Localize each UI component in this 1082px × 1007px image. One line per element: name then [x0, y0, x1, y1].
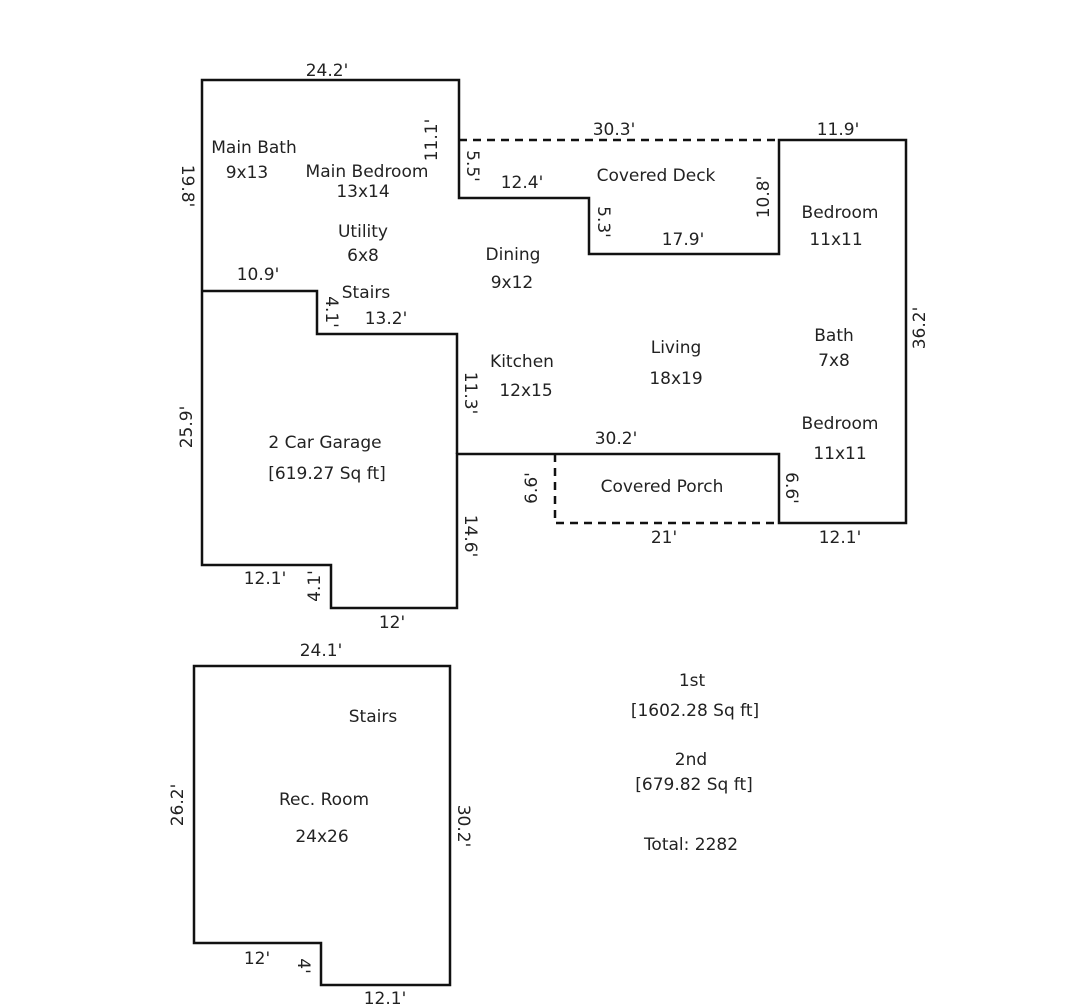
dim-stairs-run: 13.2' [365, 309, 408, 329]
room-bedroom2-name: Bedroom [802, 414, 879, 434]
dim2-bottom-left: 12' [244, 949, 270, 969]
room-bath-name: Bath [814, 326, 854, 346]
dim-porch-right: 6.6' [781, 472, 801, 504]
dim-garage-bottom-left: 12.1' [244, 569, 287, 589]
dim-garage-bottom: 12' [379, 613, 405, 633]
dim2-right: 30.2' [453, 805, 473, 848]
room-garage-name: 2 Car Garage [268, 433, 381, 453]
dim-garage-left: 25.9' [177, 406, 197, 449]
dim2-left: 26.2' [168, 784, 188, 827]
first-floor-outline [200, 78, 908, 610]
dim-deck-top: 30.3' [593, 120, 636, 140]
dim2-notch: 4' [293, 958, 313, 974]
room-bedroom2-size: 11x11 [813, 444, 866, 464]
room-garage-area: [619.27 Sq ft] [268, 464, 386, 484]
room-living-size: 18x19 [649, 369, 702, 389]
second-floor-dimensions: 24.1' 26.2' 30.2' 12' 4' 12.1' [168, 641, 473, 1007]
room2-rec-room-name: Rec. Room [279, 790, 369, 810]
dim-left-upper: 19.8' [177, 165, 197, 208]
second-floor-outline [192, 664, 452, 987]
room-covered-porch: Covered Porch [601, 477, 724, 497]
dim-kitchen-side: 11.3' [460, 372, 480, 415]
summary-second-area: [679.82 Sq ft] [635, 775, 753, 795]
summary-first-area: [1602.28 Sq ft] [631, 701, 759, 721]
room-main-bath-size: 9x13 [226, 163, 269, 183]
dim-bottom-right: 12.1' [819, 528, 862, 548]
dim2-top: 24.1' [300, 641, 343, 661]
dim-deck-right: 10.8' [754, 176, 774, 219]
second-floor-rooms: Stairs Rec. Room 24x26 [279, 707, 397, 847]
room-utility-name: Utility [338, 222, 388, 242]
summary-second-label: 2nd [675, 750, 707, 770]
room-dining-size: 9x12 [491, 273, 534, 293]
dim-deck-notch: 5.3' [593, 206, 613, 238]
summary-first-label: 1st [679, 671, 706, 691]
room2-rec-room-size: 24x26 [295, 827, 348, 847]
garage-wall [202, 289, 459, 454]
dim-deck-left-step: 5.5' [462, 150, 482, 182]
room-main-bedroom-size: 13x14 [336, 182, 389, 202]
dim-stairs-step: 4.1' [321, 296, 341, 328]
room-stairs-name: Stairs [342, 283, 391, 303]
room-main-bedroom-name: Main Bedroom [306, 162, 429, 182]
room-kitchen-name: Kitchen [490, 352, 554, 372]
room-kitchen-size: 12x15 [499, 381, 552, 401]
dim-garage-right: 14.6' [460, 515, 480, 558]
room-covered-deck: Covered Deck [597, 166, 716, 186]
area-summary: 1st [1602.28 Sq ft] 2nd [679.82 Sq ft] T… [631, 671, 759, 855]
dim-top-main: 24.2' [306, 61, 349, 81]
dim-porch-bottom: 21' [651, 528, 677, 548]
room-bath-size: 7x8 [818, 351, 850, 371]
dim-deck-bottom-left: 12.4' [501, 173, 544, 193]
dim-stairs-ledge: 10.9' [237, 265, 280, 285]
dim-right-top: 11.9' [817, 120, 860, 140]
dim-deck-bottom: 17.9' [662, 230, 705, 250]
room-living-name: Living [651, 338, 702, 358]
first-floor-dimensions: 24.2' 19.8' 11.1' 30.3' 11.9' 5.5' 12.4'… [177, 61, 930, 633]
first-floor-rooms: Main Bath 9x13 Main Bedroom 13x14 Utilit… [211, 138, 878, 497]
room-bedroom1-name: Bedroom [802, 203, 879, 223]
summary-total: Total: 2282 [643, 835, 738, 855]
dim-porch-top: 30.2' [595, 429, 638, 449]
dim2-bottom: 12.1' [364, 989, 407, 1007]
room-main-bath-name: Main Bath [211, 138, 297, 158]
room-dining-name: Dining [486, 245, 541, 265]
dim-garage-notch: 4.1' [305, 570, 325, 602]
room2-stairs-name: Stairs [349, 707, 398, 727]
dim-right-side: 36.2' [910, 307, 930, 350]
first-floor-walls [200, 78, 908, 610]
dim-porch-left: 6.6' [522, 472, 542, 504]
dim-step-right-upper: 11.1' [422, 119, 442, 162]
room-utility-size: 6x8 [347, 246, 379, 266]
room-bedroom1-size: 11x11 [809, 230, 862, 250]
